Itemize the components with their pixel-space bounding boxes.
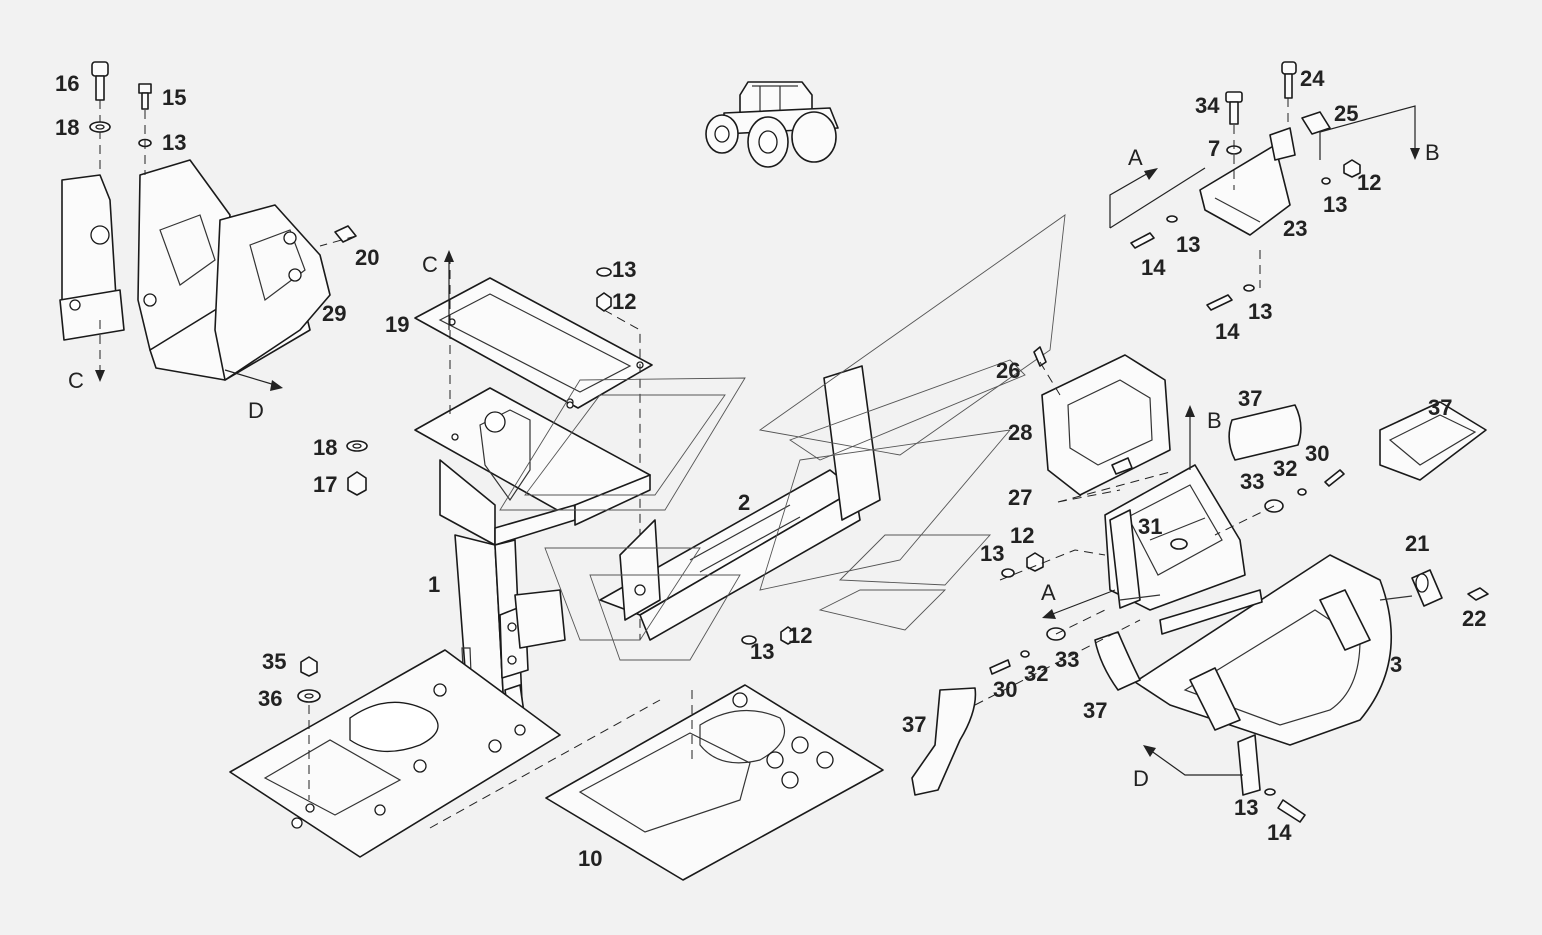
support-bracket-29 [59, 159, 357, 381]
callout-34: 34 [1195, 93, 1220, 118]
bolt-30-washers-left [989, 609, 1106, 675]
nut-35-washer-36 [297, 656, 321, 800]
section-B-mid: B [1207, 408, 1222, 433]
grip-37-top [1228, 404, 1302, 461]
callout-28: 28 [1008, 420, 1032, 445]
callout-19: 19 [385, 312, 409, 337]
section-A-mid: A [1041, 580, 1056, 605]
nut-17-washer-18 [346, 440, 368, 496]
callout-12-bracket2: 12 [788, 623, 812, 648]
section-D-left: D [248, 398, 264, 423]
callout-30-right: 30 [1305, 441, 1329, 466]
callout-32-left: 32 [1024, 661, 1048, 686]
section-arrow-B-top [1319, 105, 1420, 160]
callout-14-upper: 14 [1141, 255, 1166, 280]
callout-13-upper-right: 13 [1323, 192, 1347, 217]
section-arrow-A-top [1109, 167, 1206, 229]
callout-10: 10 [578, 846, 602, 871]
section-arrow-B-mid [1185, 405, 1195, 470]
plate-26 [1033, 346, 1171, 496]
callout-32-right: 32 [1273, 456, 1297, 481]
leader-27 [1057, 471, 1171, 503]
callout-13-plate19: 13 [612, 257, 636, 282]
callout-14-upper-low: 14 [1215, 319, 1240, 344]
callout-7: 7 [1208, 136, 1220, 161]
section-arrow-D-bottom [1143, 745, 1243, 776]
bracket-2 [599, 365, 881, 645]
washer-18-top [89, 121, 111, 133]
callout-20: 20 [355, 245, 379, 270]
section-arrow-A-mid [1042, 589, 1116, 619]
gasket-10 [429, 684, 884, 881]
section-C-left: C [68, 368, 84, 393]
callout-3: 3 [1390, 652, 1402, 677]
bolt-30-washers-right [1214, 469, 1345, 536]
callout-25: 25 [1334, 101, 1358, 126]
section-arrow-D-left [224, 369, 283, 391]
callout-17: 17 [313, 472, 337, 497]
callout-27: 27 [1008, 485, 1032, 510]
bolt-34-washer-7 [1225, 91, 1243, 190]
callout-1: 1 [428, 572, 440, 597]
callout-35: 35 [262, 649, 286, 674]
callout-13-top: 13 [162, 130, 186, 155]
callout-37-right: 37 [1428, 395, 1452, 420]
floor-plate [229, 649, 561, 858]
callout-13-mid: 13 [980, 541, 1004, 566]
callout-36: 36 [258, 686, 282, 711]
section-letters: A B C C D B A D [68, 140, 1440, 791]
callout-22: 22 [1462, 606, 1486, 631]
callout-37-left: 37 [902, 712, 926, 737]
grip-37-right [1379, 401, 1487, 481]
plate-19 [414, 277, 653, 409]
callout-13-bracket2: 13 [750, 639, 774, 664]
grip-37-left [911, 619, 1141, 796]
callout-13-upper-low: 13 [1248, 299, 1272, 324]
section-arrow-C-left [95, 370, 105, 382]
callout-18-mid: 18 [313, 435, 337, 460]
callout-2: 2 [738, 490, 750, 515]
callout-18-top: 18 [55, 115, 79, 140]
section-D-bottom: D [1133, 766, 1149, 791]
callout-15: 15 [162, 85, 186, 110]
handle-21 [1379, 569, 1489, 607]
hardware-upper-right [1130, 159, 1361, 311]
callout-12-plate19: 12 [612, 289, 636, 314]
nut-12-washer-13-mid [999, 549, 1106, 581]
callout-16: 16 [55, 71, 79, 96]
section-C-top: C [422, 252, 438, 277]
callout-labels: 16 15 18 13 20 29 13 12 19 18 17 1 2 12 … [55, 66, 1486, 871]
callout-33-right: 33 [1240, 469, 1264, 494]
background-guides [499, 214, 1066, 661]
panel-31 [1104, 457, 1246, 611]
callout-21: 21 [1405, 531, 1429, 556]
callout-33-left: 33 [1055, 647, 1079, 672]
bolt-24 [1281, 61, 1297, 128]
callout-37-mid: 37 [1083, 698, 1107, 723]
callout-13-upper-mid: 13 [1176, 232, 1200, 257]
tractor-icon [705, 81, 839, 168]
section-B-top: B [1425, 140, 1440, 165]
bracket-23 [1199, 111, 1331, 236]
callout-29: 29 [322, 301, 346, 326]
cover-3 [1119, 554, 1393, 796]
section-A-top: A [1128, 145, 1143, 170]
callout-13-bottom: 13 [1234, 795, 1258, 820]
callout-31: 31 [1138, 514, 1162, 539]
grip-37-mid [1094, 631, 1141, 691]
callout-24: 24 [1300, 66, 1325, 91]
callout-12-mid: 12 [1010, 523, 1034, 548]
bolt-14-washer-13-bottom [1264, 788, 1306, 823]
callout-12-upper-right: 12 [1357, 170, 1381, 195]
callout-37-top: 37 [1238, 386, 1262, 411]
section-arrow-C-top [444, 250, 454, 330]
bolt-15 [138, 83, 152, 175]
bolt-16 [91, 61, 109, 175]
callout-14-bottom: 14 [1267, 820, 1292, 845]
callout-30-left: 30 [993, 677, 1017, 702]
callout-23: 23 [1283, 216, 1307, 241]
callout-26: 26 [996, 358, 1020, 383]
